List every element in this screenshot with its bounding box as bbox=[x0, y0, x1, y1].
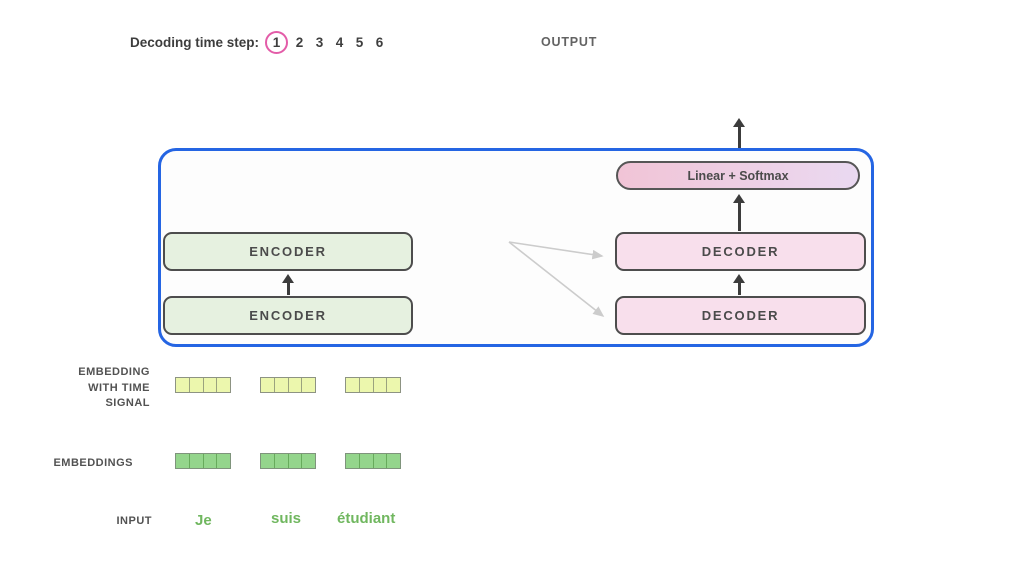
time-signal-vector-3 bbox=[345, 377, 401, 393]
vector-cell bbox=[374, 454, 388, 468]
decoder-box-bottom: DECODER bbox=[615, 296, 866, 335]
input-label: INPUT bbox=[116, 515, 152, 527]
output-label: OUTPUT bbox=[541, 35, 598, 49]
decoder-box-top: DECODER bbox=[615, 232, 866, 271]
embeddings-label: EMBEDDINGS bbox=[53, 457, 133, 469]
embedding-with-time-signal-line3: SIGNAL bbox=[105, 397, 150, 409]
embedding-vector-1 bbox=[175, 453, 231, 469]
vector-cell bbox=[302, 454, 315, 468]
vector-cell bbox=[217, 454, 230, 468]
vector-cell bbox=[360, 454, 374, 468]
time-signal-vector-2 bbox=[260, 377, 316, 393]
vector-cell bbox=[204, 454, 218, 468]
embedding-vector-2 bbox=[260, 453, 316, 469]
vector-cell bbox=[275, 454, 289, 468]
vector-cell bbox=[176, 378, 190, 392]
decoding-step-indicator: Decoding time step: 1 2 3 4 5 6 bbox=[130, 30, 393, 54]
linear-softmax-box: Linear + Softmax bbox=[616, 161, 860, 190]
vector-cell bbox=[261, 378, 275, 392]
input-word-je: Je bbox=[195, 512, 212, 529]
vector-cell bbox=[217, 378, 230, 392]
encoder-box-top: ENCODER bbox=[163, 232, 413, 271]
step-4: 4 bbox=[335, 34, 344, 50]
vector-cell bbox=[289, 454, 303, 468]
vector-cell bbox=[261, 454, 275, 468]
decoder-to-linear-arrow-icon bbox=[731, 194, 747, 231]
time-signal-vector-1 bbox=[175, 377, 231, 393]
vector-cell bbox=[374, 378, 388, 392]
vector-cell bbox=[176, 454, 190, 468]
vector-cell bbox=[302, 378, 315, 392]
step-5: 5 bbox=[355, 34, 364, 50]
vector-cell bbox=[289, 378, 303, 392]
vector-cell bbox=[204, 378, 218, 392]
step-3: 3 bbox=[315, 34, 324, 50]
encoder-box-bottom: ENCODER bbox=[163, 296, 413, 335]
step-6: 6 bbox=[375, 34, 384, 50]
decoding-time-step-label: Decoding time step: bbox=[130, 34, 260, 50]
encoder-stack-arrow-icon bbox=[280, 274, 296, 295]
vector-cell bbox=[346, 378, 360, 392]
decoder-stack-arrow-icon bbox=[731, 274, 747, 295]
step-2: 2 bbox=[295, 34, 304, 50]
vector-cell bbox=[275, 378, 289, 392]
input-word-etudiant: étudiant bbox=[337, 510, 396, 527]
embedding-with-time-signal-line1: EMBEDDING bbox=[78, 366, 150, 378]
embedding-with-time-signal-line2: WITH TIME bbox=[88, 381, 150, 394]
encoder-decoder-attention-arrows-icon bbox=[508, 241, 605, 317]
vector-cell bbox=[387, 378, 400, 392]
vector-cell bbox=[360, 378, 374, 392]
input-word-suis: suis bbox=[271, 510, 302, 527]
vector-cell bbox=[190, 454, 204, 468]
embedding-with-time-signal-label: EMBEDDING WITH TIME SIGNAL bbox=[45, 365, 150, 412]
step-1-active-circle: 1 bbox=[265, 30, 289, 54]
vector-cell bbox=[190, 378, 204, 392]
embedding-vector-3 bbox=[345, 453, 401, 469]
vector-cell bbox=[346, 454, 360, 468]
vector-cell bbox=[387, 454, 400, 468]
linear-softmax-label: Linear + Softmax bbox=[687, 168, 789, 183]
output-arrow-icon bbox=[731, 118, 747, 148]
